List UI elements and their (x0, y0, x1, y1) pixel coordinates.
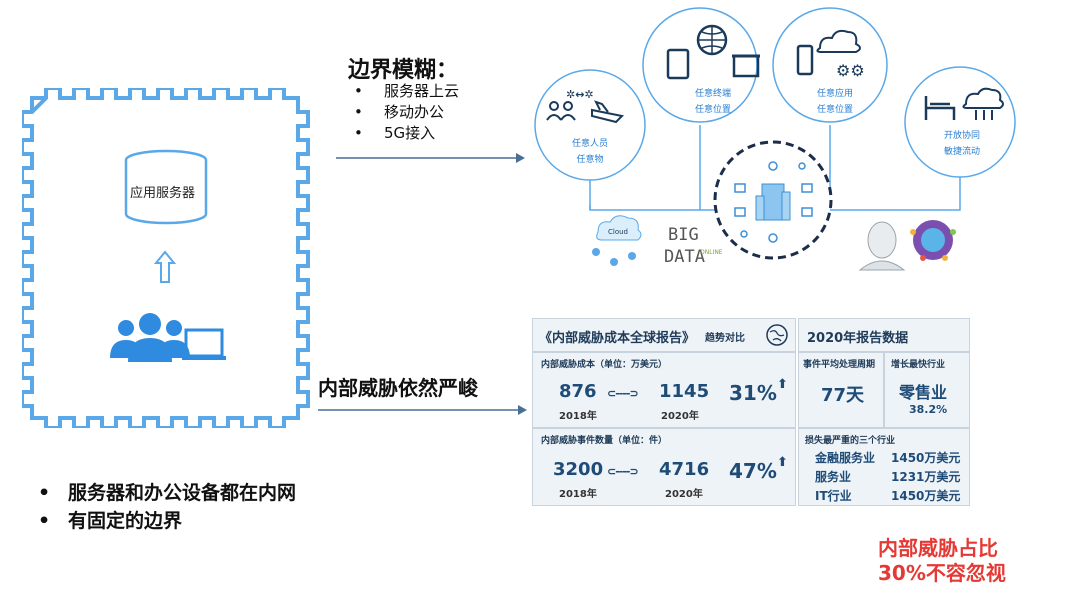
loss-industry: IT行业 (815, 489, 852, 503)
cost-2020-year: 2020年 (661, 411, 699, 422)
circle-label: 任意应用 (817, 87, 853, 99)
count-2020-value: 4716 (659, 459, 710, 480)
users-laptop-icon (110, 313, 226, 362)
circle-collaboration (904, 66, 1016, 178)
growth-label: 增长最快行业 (891, 360, 946, 370)
circle-label: 开放协同 (944, 129, 980, 141)
up-arrow-icon: ⬆ (777, 455, 788, 470)
report-header-left: 《内部威胁成本全球报告》 趋势对比 (532, 318, 796, 352)
up-arrow-icon (154, 250, 176, 283)
traditional-boundary-list: 服务器和办公设备都在内网 有固定的边界 (32, 482, 296, 538)
internal-threat-note: 内部威胁占比 30%不容忽视 (878, 536, 1006, 586)
server-label: 应用服务器 (130, 186, 196, 201)
gear-link-icon: ✲↔✲ (566, 88, 594, 101)
circle-application (772, 7, 888, 123)
count-increase-pct: 47% (729, 459, 777, 483)
count-2020-year: 2020年 (665, 489, 703, 500)
circle-label: 敏捷流动 (944, 145, 980, 157)
blurred-boundary-list: 服务器上云 移动办公 5G接入 (348, 82, 459, 145)
circle-people (534, 69, 646, 181)
list-item: 有固定的边界 (32, 510, 296, 538)
cloud-network-icon (592, 215, 642, 266)
cycle-value: 77天 (821, 385, 865, 406)
database-server-icon (124, 149, 208, 225)
growth-panel: 增长最快行业 零售业 38.2% (884, 352, 970, 428)
note-line-2: 30%不容忽视 (878, 561, 1006, 585)
circle-label: 任意位置 (695, 103, 731, 115)
list-item: 移动办公 (348, 103, 459, 124)
cloud-download-icon (962, 87, 1004, 120)
tablet-icon (666, 48, 690, 80)
online-label: ONLINE (700, 249, 723, 256)
robot-icon (858, 221, 906, 271)
globe-icon (766, 324, 788, 346)
dashed-arrow-icon: ⊂----⊃ (607, 387, 639, 400)
top-arrow (336, 153, 525, 163)
count-2018-value: 3200 (553, 459, 604, 480)
report-header-suffix: 趋势对比 (705, 333, 745, 344)
report-header-right: 2020年报告数据 (798, 318, 970, 352)
loss-industry: 金融服务业 (815, 451, 876, 465)
count-panel: 内部威胁事件数量（单位：件） 3200 2018年 ⊂----⊃ 4716 20… (532, 428, 796, 506)
cloud-label: Cloud (608, 228, 628, 236)
count-label: 内部威胁事件数量（单位：件） (541, 436, 668, 446)
cycle-label: 事件平均处理周期 (803, 360, 876, 370)
bed-icon (924, 96, 956, 120)
iot-globe-icon (910, 220, 956, 261)
big-data-icon: BIG DATA ONLINE (664, 225, 723, 267)
circle-label: 任意终端 (695, 87, 731, 99)
growth-industry: 零售业 (899, 383, 948, 402)
cost-panel: 内部威胁成本（单位：万美元） 876 2018年 ⊂----⊃ 1145 202… (532, 352, 796, 428)
plane-icon (591, 100, 625, 124)
loss-value: 1450万美元 (891, 451, 961, 465)
note-line-1: 内部威胁占比 (878, 536, 998, 560)
gears-icon: ⚙⚙ (836, 61, 865, 80)
network-nodes-icon (734, 161, 813, 243)
loss-label: 损失最严重的三个行业 (805, 436, 896, 446)
fortress-border (22, 88, 310, 428)
list-item: 服务器和办公设备都在内网 (32, 482, 296, 510)
cost-label: 内部威胁成本（单位：万美元） (541, 360, 668, 370)
up-arrow-icon: ⬆ (777, 377, 788, 392)
loss-value: 1450万美元 (891, 489, 961, 503)
growth-pct: 38.2% (909, 403, 948, 416)
cost-2018-value: 876 (559, 381, 597, 402)
circle-label: 任意人员 (572, 137, 608, 149)
building-icon (761, 183, 785, 221)
bottom-arrow (318, 405, 527, 415)
cost-2018-year: 2018年 (559, 411, 597, 422)
cycle-panel: 事件平均处理周期 77天 (798, 352, 884, 428)
list-item: 5G接入 (348, 124, 459, 145)
circle-label: 任意位置 (817, 103, 853, 115)
cost-increase-pct: 31% (729, 381, 777, 405)
cost-2020-value: 1145 (659, 381, 710, 402)
circle-label: 任意物 (576, 153, 603, 165)
big-label: BIG (668, 225, 699, 245)
zero-trust-diagram: ✲↔✲ ⚙⚙ Cloud BIG DATA ONLINE (534, 7, 1016, 271)
cloud-icon (816, 29, 861, 53)
loss-panel: 损失最严重的三个行业 金融服务业 1450万美元 服务业 1231万美元 IT行… (798, 428, 970, 506)
list-item: 服务器上云 (348, 82, 459, 103)
loss-value: 1231万美元 (891, 470, 961, 484)
phone-gear-icon (796, 44, 814, 76)
internal-threat-title: 内部威胁依然严峻 (318, 376, 478, 400)
report-header-title: 《内部威胁成本全球报告》 (539, 331, 696, 346)
blurred-boundary-title: 边界模糊： (348, 58, 459, 83)
dashed-arrow-icon: ⊂----⊃ (607, 465, 639, 478)
people-icon (546, 101, 576, 121)
data-label: DATA (664, 247, 705, 267)
loss-industry: 服务业 (815, 470, 852, 484)
report-year-title: 2020年报告数据 (807, 331, 909, 346)
count-2018-year: 2018年 (559, 489, 597, 500)
